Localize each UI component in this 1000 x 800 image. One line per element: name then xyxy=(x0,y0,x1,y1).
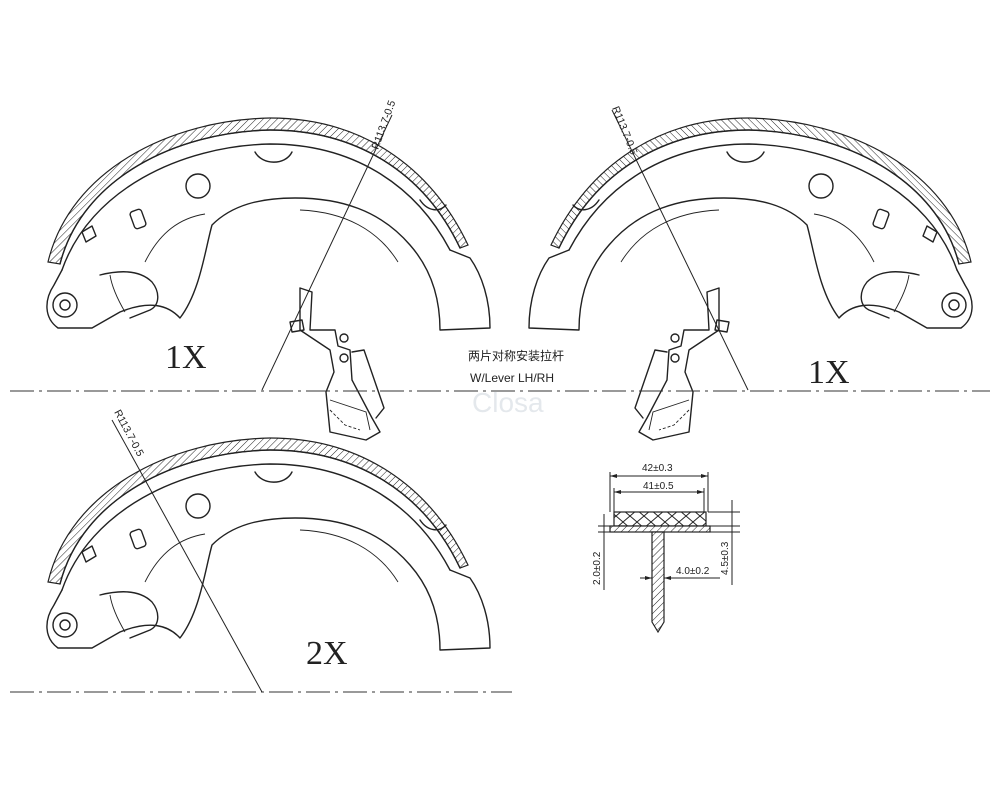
radius-leader-top-right xyxy=(611,109,749,391)
shoe-top-left xyxy=(46,117,491,441)
shoe-top-right xyxy=(528,117,973,441)
dim-outer-width: 42±0.3 xyxy=(642,463,673,474)
qty-top-left: 1X xyxy=(165,339,207,376)
radius-label-top-left: R113.7-0.5 xyxy=(370,99,399,151)
qty-top-right: 1X xyxy=(808,354,850,391)
radius-leader-top-left xyxy=(261,114,393,391)
dim-thickness: 4.5±0.3 xyxy=(720,541,731,575)
qty-bottom: 2X xyxy=(306,635,348,672)
note-chinese: 两片对称安装拉杆 xyxy=(468,348,564,363)
radius-leader-bottom xyxy=(111,419,263,693)
dim-lining-offset: 2.0±0.2 xyxy=(592,551,603,585)
watermark: Closa xyxy=(472,387,544,418)
shoe-bottom xyxy=(46,437,491,651)
dim-web: 4.0±0.2 xyxy=(676,566,710,577)
dim-inner-width: 41±0.5 xyxy=(643,481,674,492)
note-english: W/Lever LH/RH xyxy=(470,371,554,385)
section-view: 42±0.3 41±0.5 2.0±0.2 4.0±0.2 4.5±0.3 xyxy=(592,463,740,634)
radius-label-top-right: R113.7-0.5 xyxy=(609,105,639,157)
